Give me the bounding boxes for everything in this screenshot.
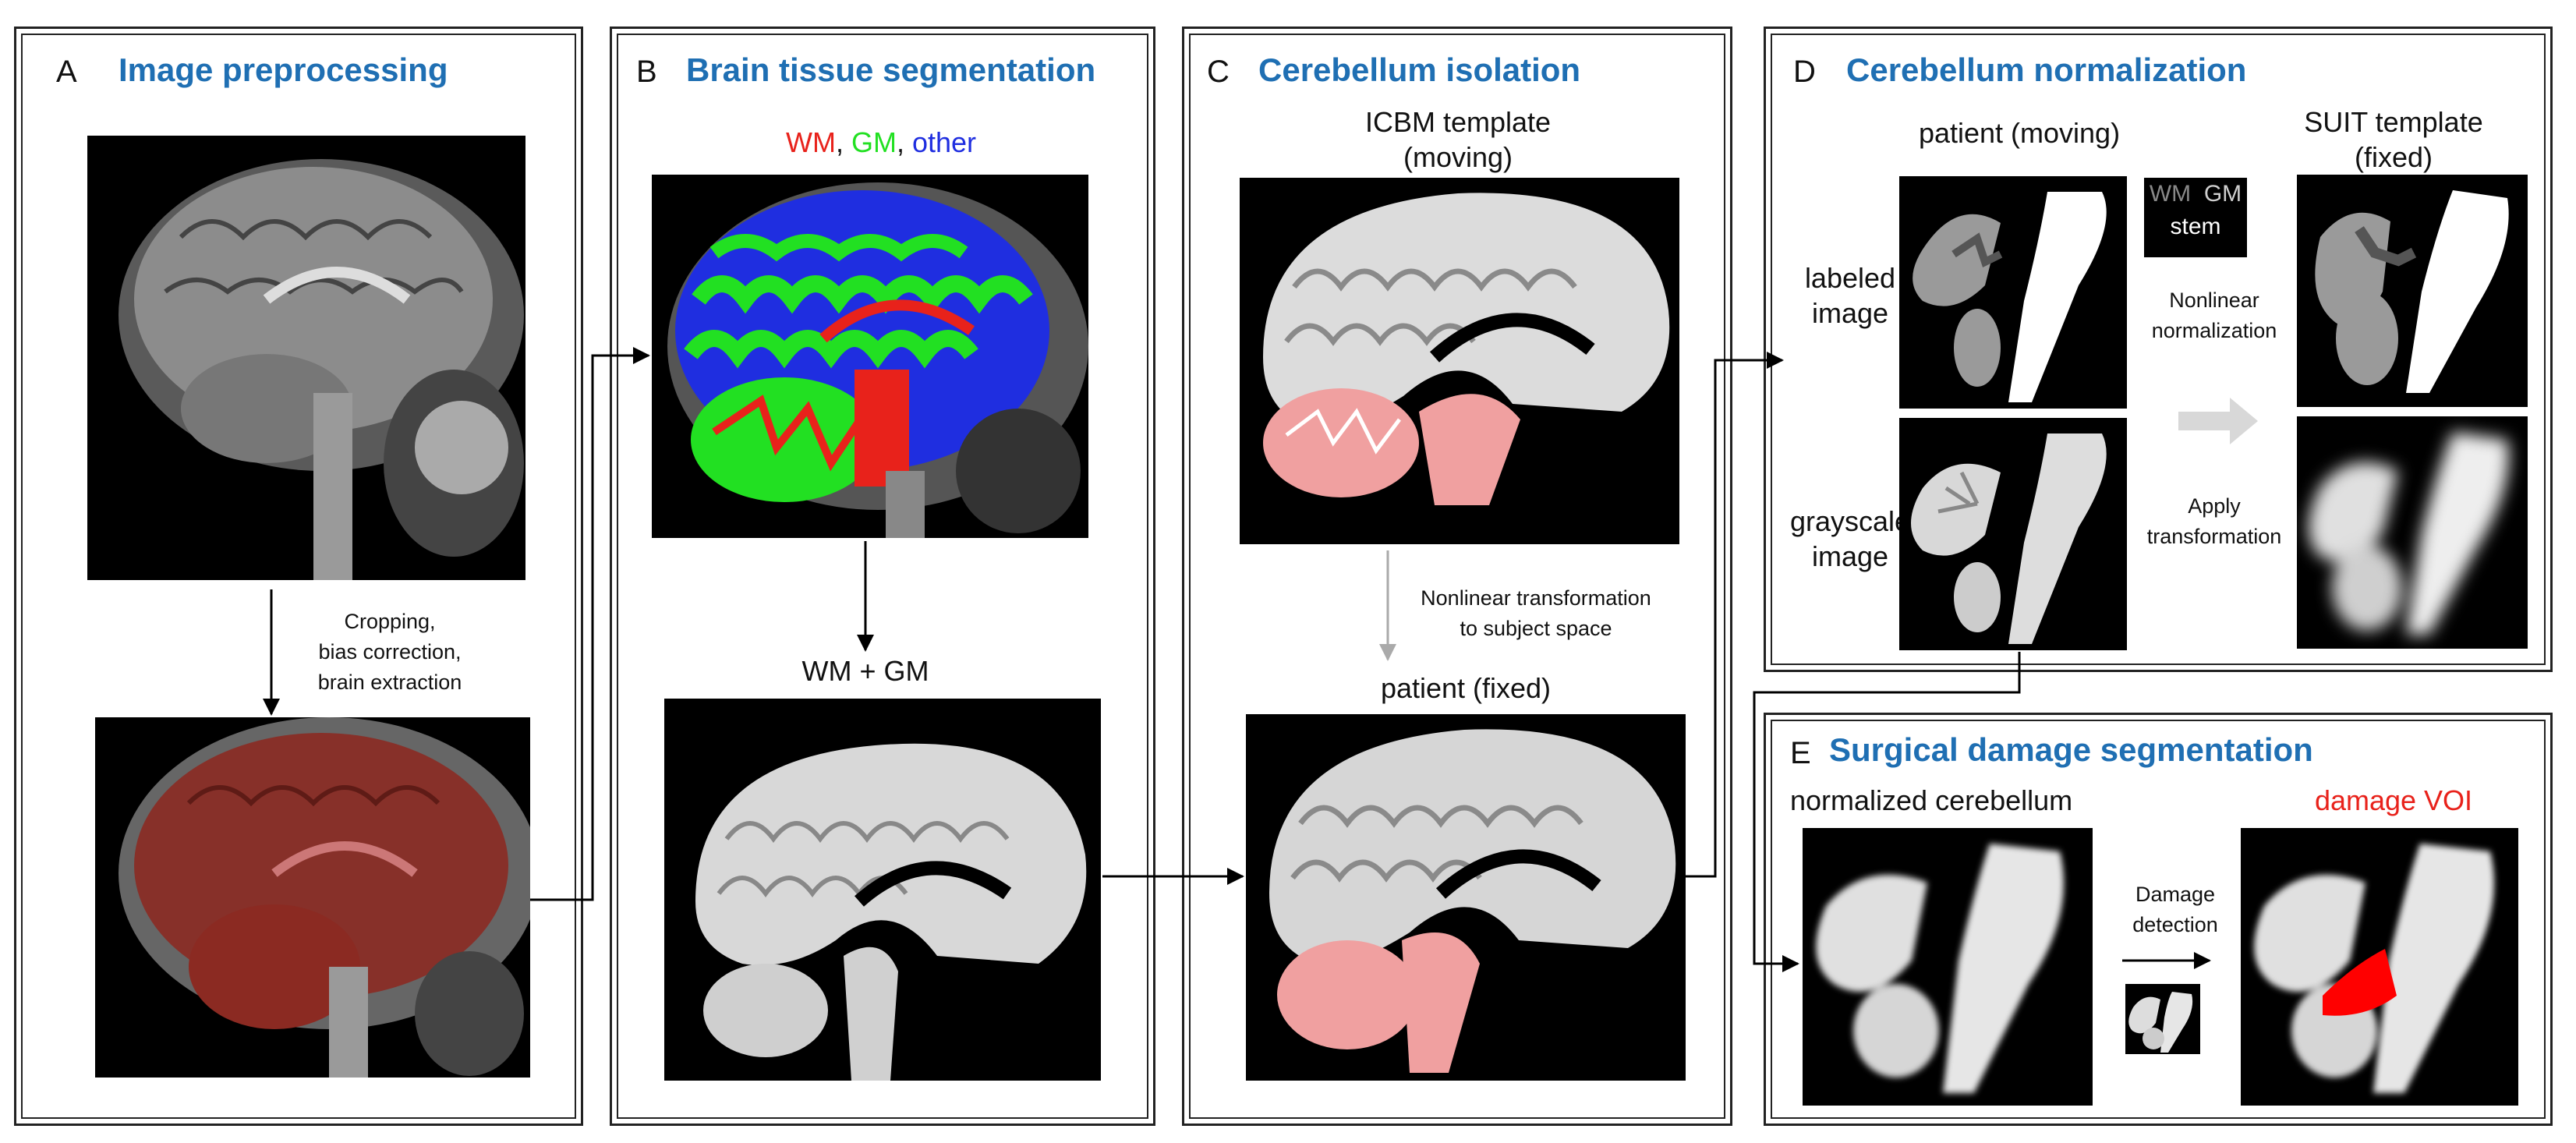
panel-d [1764, 27, 2553, 672]
panel-a-letter: A [56, 55, 77, 89]
panel-e-title: Surgical damage segmentation [1829, 731, 2313, 768]
legend-wm: WM [785, 126, 836, 158]
damage-detection-label: Damage detection [2132, 883, 2218, 937]
patient-grayscale-image [1899, 418, 2127, 650]
legend-other: other [911, 126, 977, 158]
legend-suit-gm: GM [2203, 181, 2242, 207]
mri-sagittal-raw [87, 136, 525, 580]
icbm-template [1240, 178, 1679, 544]
tissue-legend: WM, GM, other [785, 126, 977, 158]
wm-gm-caption: WM + GM [801, 655, 929, 687]
panel-c-title: Cerebellum isolation [1258, 51, 1581, 88]
normalized-cerebellum-image [1803, 828, 2093, 1106]
damage-voi-image [2241, 828, 2518, 1106]
panel-d-title: Cerebellum normalization [1846, 51, 2247, 88]
apply-transformation-label: Apply transformation [2146, 494, 2282, 549]
normalized-cerebellum-caption: normalized cerebellum [1790, 784, 2073, 816]
grayscale-image-label: grayscale image [1789, 505, 1911, 572]
panel-b-letter: B [636, 55, 657, 89]
panel-e-letter: E [1790, 736, 1811, 770]
patient-cerebellum-isolation [1246, 714, 1686, 1081]
legend-gm: GM [851, 126, 897, 158]
patient-fixed-caption: patient (fixed) [1380, 672, 1552, 704]
suit-labeled-template [2297, 175, 2528, 407]
labeled-image-label: labeled image [1804, 262, 1896, 329]
tissue-segmentation-map [652, 175, 1088, 538]
panel-c-letter: C [1207, 55, 1230, 89]
suit-label-legend: WM GM stem [2144, 178, 2247, 257]
arrow-a-label: Cropping, bias correction, brain extract… [317, 610, 462, 695]
panel-b-title: Brain tissue segmentation [686, 51, 1096, 88]
nonlinear-normalization-label: Nonlinear normalization [2151, 288, 2277, 343]
legend-suit-stem: stem [2170, 214, 2221, 239]
panel-d-letter: D [1793, 55, 1816, 89]
mri-brain-mask [95, 717, 530, 1078]
legend-suit-wm: WM [2149, 181, 2192, 207]
damage-detection-thumbnail [2125, 984, 2200, 1054]
suit-template-caption: SUIT template (fixed) [2304, 106, 2483, 173]
suit-grayscale-template [2297, 416, 2528, 649]
patient-labeled-image [1899, 176, 2127, 409]
damage-voi-caption: damage VOI [2314, 784, 2473, 816]
patient-moving-caption: patient (moving) [1918, 117, 2121, 149]
icbm-caption: ICBM template (moving) [1364, 106, 1552, 173]
wm-gm-mask [664, 699, 1101, 1081]
panel-a-title: Image preprocessing [119, 51, 448, 88]
arrow-c-label: Nonlinear transformation to subject spac… [1421, 586, 1651, 641]
